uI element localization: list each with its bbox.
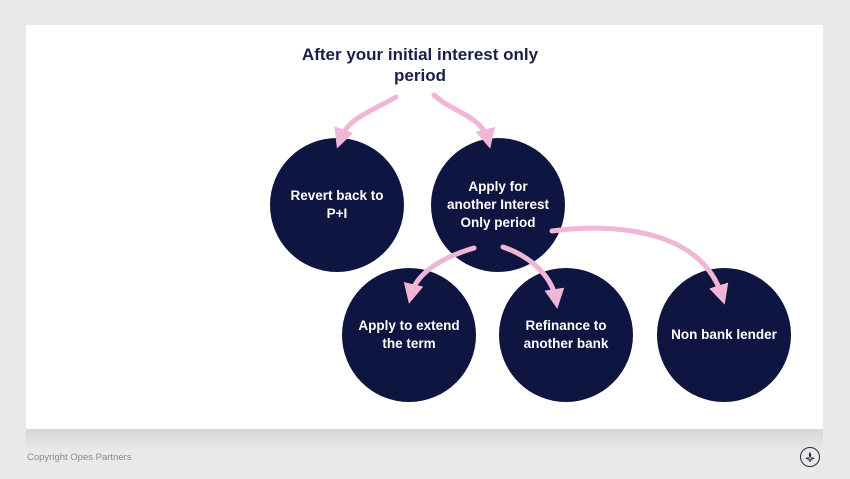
copyright-text: Copyright Opes Partners bbox=[27, 452, 132, 463]
node-refinance-label: Refinance to another bank bbox=[523, 318, 609, 351]
arrow-to-revert bbox=[334, 94, 399, 149]
arrow-to-interest-only bbox=[431, 92, 496, 149]
node-revert: Revert back to P+I bbox=[270, 138, 404, 272]
node-revert-label: Revert back to P+I bbox=[290, 188, 384, 221]
diagram-title: After your initial interest only period bbox=[301, 45, 539, 85]
node-interest-only: Apply for another Interest Only period bbox=[431, 138, 565, 272]
node-non-bank-label: Non bank lender bbox=[671, 327, 777, 342]
node-interest-only-label: Apply for another Interest Only period bbox=[446, 179, 550, 230]
arrow-to-refinance bbox=[500, 244, 565, 309]
node-extend-label: Apply to extend the term bbox=[358, 318, 460, 351]
arrow-to-extend bbox=[403, 245, 477, 304]
slide-shadow bbox=[26, 429, 823, 451]
fleur-de-lis-icon bbox=[800, 447, 820, 467]
node-refinance: Refinance to another bank bbox=[499, 268, 633, 402]
arrow-to-non-bank bbox=[549, 225, 729, 305]
